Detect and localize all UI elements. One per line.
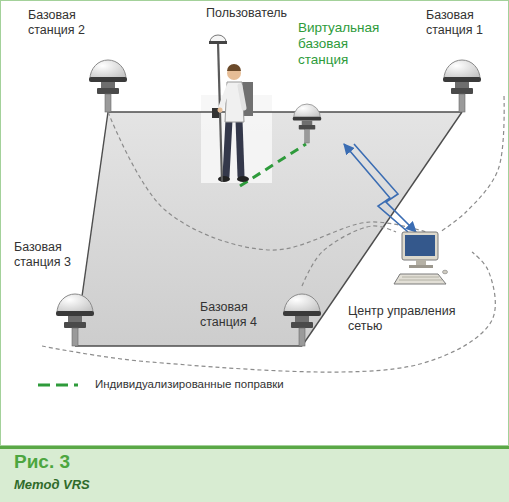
base-station: Базовая станция 2 xyxy=(26,6,134,112)
antenna-band xyxy=(443,77,481,82)
antenna-icon xyxy=(292,100,322,144)
shoe xyxy=(237,176,249,182)
arm xyxy=(220,86,229,110)
arm xyxy=(240,86,244,108)
antenna-pole xyxy=(105,94,111,112)
network-control-center: Центр управления сетью xyxy=(346,232,472,344)
antenna-icon xyxy=(88,56,128,112)
node-label: Виртуальная базовая станция xyxy=(298,20,390,69)
legend-swatch xyxy=(36,380,80,390)
antenna-tribrach xyxy=(451,88,473,94)
antenna-pole xyxy=(459,94,465,112)
antenna-band xyxy=(89,77,127,82)
node-label: Базовая станция 1 xyxy=(426,8,502,38)
mouse xyxy=(443,270,448,274)
antenna-tribrach xyxy=(299,125,316,130)
antenna-band xyxy=(283,311,321,316)
antenna-dome xyxy=(90,60,126,79)
antenna-neck xyxy=(302,121,313,126)
network-edge xyxy=(108,111,462,112)
hair xyxy=(227,64,241,71)
antenna-dome xyxy=(294,104,321,118)
rover-antenna xyxy=(210,35,226,42)
legend-text: Индивидуализированные поправки xyxy=(95,378,284,392)
node-label: Базовая станция 2 xyxy=(28,8,108,38)
node-label: Базовая станция 4 xyxy=(200,300,280,330)
legend-row: Индивидуализированные поправки xyxy=(36,378,284,392)
monitor xyxy=(402,232,438,260)
base-station: Базовая станция 4 xyxy=(196,286,326,346)
antenna-icon xyxy=(442,56,482,112)
antenna-neck xyxy=(295,316,309,322)
correction-line xyxy=(240,144,306,186)
legend-line xyxy=(38,383,78,386)
hand xyxy=(218,108,223,113)
network-edge xyxy=(75,345,302,346)
base-station: Базовая станция 3 xyxy=(12,240,96,346)
base-station: Базовая станция 1 xyxy=(420,6,504,112)
radio-link xyxy=(344,144,408,232)
monitor-base xyxy=(409,265,433,268)
node-label: Базовая станция 3 xyxy=(14,240,86,270)
node-label: Пользователь xyxy=(206,6,290,21)
shoe xyxy=(218,176,230,182)
data-link xyxy=(302,226,396,286)
rover-band xyxy=(209,41,227,44)
antenna-neck xyxy=(101,82,115,88)
survey-pole xyxy=(218,42,222,182)
data-link xyxy=(42,252,495,372)
antenna-tribrach xyxy=(64,322,86,328)
figure-number: Рис. 3 xyxy=(14,451,70,474)
figure-caption: Метод VRS xyxy=(14,477,90,493)
screen xyxy=(405,235,435,256)
leg xyxy=(239,120,241,176)
computer-icon xyxy=(394,232,448,288)
antenna-neck xyxy=(455,82,469,88)
antenna-pole xyxy=(305,130,310,144)
leg xyxy=(226,120,229,176)
data-link xyxy=(108,112,426,250)
user: Пользователь xyxy=(200,6,292,186)
antenna-dome xyxy=(284,294,320,313)
antenna-icon xyxy=(282,290,322,346)
user-figure xyxy=(200,30,290,186)
caption-band xyxy=(0,446,509,502)
antenna-pole xyxy=(72,328,78,346)
antenna-neck xyxy=(68,316,82,322)
antenna-dome xyxy=(444,60,480,79)
antenna-band xyxy=(56,311,94,316)
keys xyxy=(399,277,442,280)
antenna-tribrach xyxy=(97,88,119,94)
antenna-dome xyxy=(57,294,93,313)
radio-link xyxy=(354,144,416,232)
virtual-base-station: Виртуальная базовая станция xyxy=(292,20,404,144)
keyboard xyxy=(394,274,446,284)
antenna-tribrach xyxy=(291,322,313,328)
antenna-band xyxy=(293,117,322,121)
monitor-stand xyxy=(416,260,426,265)
antenna-pole xyxy=(299,328,305,346)
data-link xyxy=(440,96,504,232)
antenna-icon xyxy=(55,290,95,346)
node-label: Центр управления сетью xyxy=(348,304,470,334)
